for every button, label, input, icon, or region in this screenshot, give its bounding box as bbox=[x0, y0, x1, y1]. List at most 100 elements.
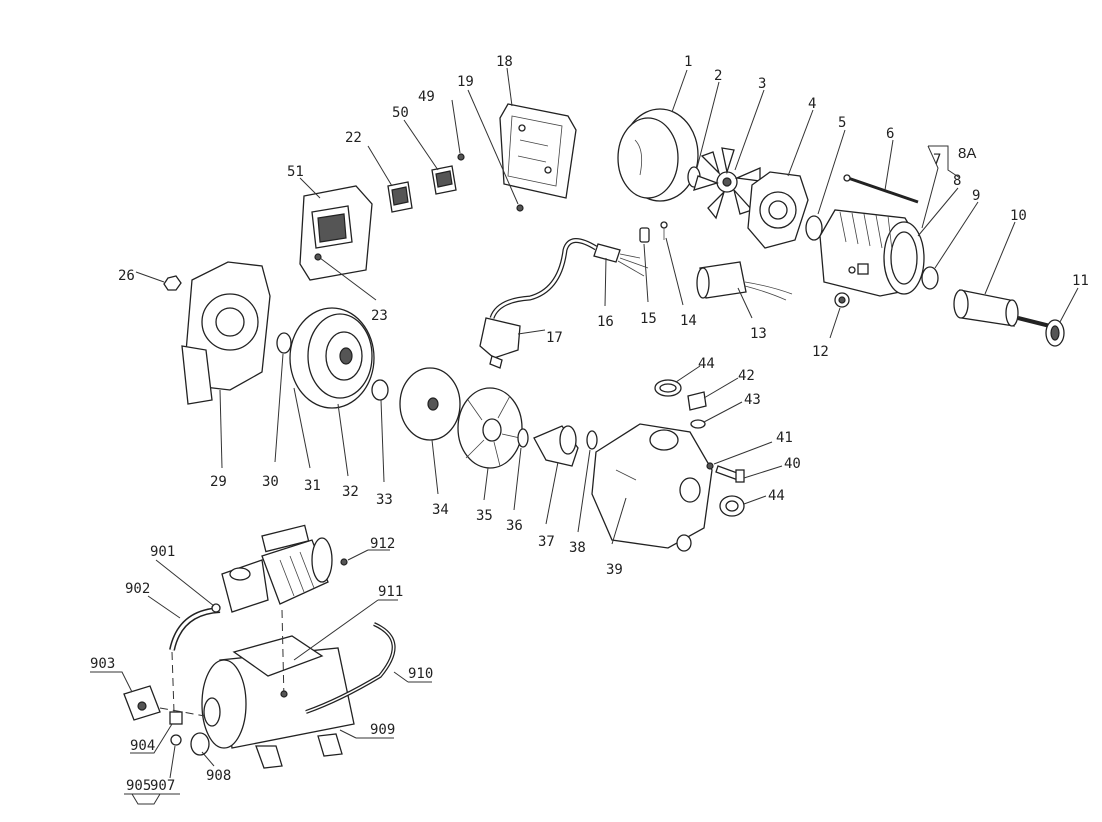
label-26: 26 bbox=[118, 268, 135, 284]
part-49-screw bbox=[457, 153, 465, 161]
label-19: 19 bbox=[457, 74, 474, 90]
part-9-bearing bbox=[921, 266, 939, 290]
part-18-terminal-box-base bbox=[499, 103, 577, 199]
label-6: 6 bbox=[886, 126, 894, 142]
label-909: 909 bbox=[370, 722, 395, 738]
part-33-bushing bbox=[371, 379, 389, 401]
label-39: 39 bbox=[606, 562, 623, 578]
part-34-plate bbox=[399, 367, 461, 441]
label-7: 7 bbox=[933, 152, 941, 168]
label-10: 10 bbox=[1010, 208, 1027, 224]
label-912: 912 bbox=[370, 536, 395, 552]
part-30-seal bbox=[276, 332, 292, 354]
label-50: 50 bbox=[392, 105, 409, 121]
label-4: 4 bbox=[808, 96, 816, 112]
part-29-bracket bbox=[181, 261, 271, 405]
part-39-pump-housing bbox=[591, 423, 713, 552]
part-1-end-cover bbox=[617, 108, 699, 202]
part-909-pressure-tank bbox=[201, 609, 355, 769]
label-11: 11 bbox=[1072, 273, 1089, 289]
part-4-end-shield bbox=[747, 171, 809, 249]
label-37: 37 bbox=[538, 534, 555, 550]
part-6-tie-rod bbox=[843, 174, 919, 204]
label-38: 38 bbox=[569, 540, 586, 556]
label-15: 15 bbox=[640, 311, 657, 327]
part-15-clamp bbox=[639, 227, 650, 243]
label-49: 49 bbox=[418, 89, 435, 105]
label-903: 903 bbox=[90, 656, 115, 672]
part-17-power-cable bbox=[479, 238, 598, 369]
part-44-plug-bottom bbox=[719, 495, 745, 517]
label-907: 907 bbox=[150, 778, 175, 794]
part-37-venturi bbox=[533, 425, 579, 467]
part-32-diffuser bbox=[289, 307, 375, 409]
part-904-fitting bbox=[159, 651, 206, 725]
part-10-rotor bbox=[953, 289, 1051, 328]
label-901: 901 bbox=[150, 544, 175, 560]
label-1: 1 bbox=[684, 54, 692, 70]
part-907-nipple bbox=[170, 734, 182, 746]
part-43-seal bbox=[690, 419, 706, 429]
label-18: 18 bbox=[496, 54, 513, 70]
label-910: 910 bbox=[408, 666, 433, 682]
part-50-switch bbox=[431, 165, 457, 195]
part-908-cap bbox=[190, 732, 210, 756]
label-41: 41 bbox=[776, 430, 793, 446]
label-22: 22 bbox=[345, 130, 362, 146]
label-8: 8 bbox=[953, 173, 961, 189]
label-34: 34 bbox=[432, 502, 449, 518]
label-3: 3 bbox=[758, 76, 766, 92]
part-22-switch bbox=[387, 181, 413, 213]
assembled-pump-unit bbox=[221, 524, 333, 613]
label-51: 51 bbox=[287, 164, 304, 180]
label-29: 29 bbox=[210, 474, 227, 490]
part-38-o-ring bbox=[586, 430, 598, 450]
part-26-nut bbox=[163, 275, 182, 291]
label-911: 911 bbox=[378, 584, 403, 600]
label-36: 36 bbox=[506, 518, 523, 534]
label-902: 902 bbox=[125, 581, 150, 597]
part-7-8-motor-housing bbox=[819, 209, 925, 297]
part-11-bearing bbox=[1045, 319, 1065, 347]
label-35: 35 bbox=[476, 508, 493, 524]
label-33: 33 bbox=[376, 492, 393, 508]
label-44-bottom: 44 bbox=[768, 488, 785, 504]
label-12: 12 bbox=[812, 344, 829, 360]
label-44-top: 44 bbox=[698, 356, 715, 372]
part-13-capacitor bbox=[696, 261, 793, 301]
part-36-o-ring bbox=[517, 428, 529, 448]
label-40: 40 bbox=[784, 456, 801, 472]
part-44-plug-top bbox=[654, 379, 682, 397]
label-905: 905 bbox=[126, 778, 151, 794]
label-13: 13 bbox=[750, 326, 767, 342]
part-5-ring bbox=[805, 215, 823, 241]
label-8a: 8A bbox=[958, 145, 976, 162]
label-9: 9 bbox=[972, 188, 980, 204]
part-14-screw bbox=[660, 221, 668, 240]
label-31: 31 bbox=[304, 478, 321, 494]
label-23: 23 bbox=[371, 308, 388, 324]
part-19-screw bbox=[516, 204, 524, 212]
part-12-nut bbox=[834, 292, 850, 308]
label-5: 5 bbox=[838, 115, 846, 131]
label-14: 14 bbox=[680, 313, 697, 329]
label-16: 16 bbox=[597, 314, 614, 330]
part-51-terminal-cover bbox=[299, 185, 373, 281]
part-41-washer bbox=[706, 462, 714, 470]
part-3-fan bbox=[693, 147, 761, 220]
label-904: 904 bbox=[130, 738, 155, 754]
label-908: 908 bbox=[206, 768, 231, 784]
label-17: 17 bbox=[546, 330, 563, 346]
label-2: 2 bbox=[714, 68, 722, 84]
part-912-screw bbox=[340, 558, 348, 566]
label-42: 42 bbox=[738, 368, 755, 384]
part-42-vent-screw bbox=[687, 391, 707, 411]
label-43: 43 bbox=[744, 392, 761, 408]
part-40-screw bbox=[715, 465, 745, 483]
part-35-impeller bbox=[457, 387, 523, 469]
part-16-cable-gland bbox=[593, 243, 649, 277]
part-903-pressure-switch bbox=[123, 685, 161, 721]
label-32: 32 bbox=[342, 484, 359, 500]
